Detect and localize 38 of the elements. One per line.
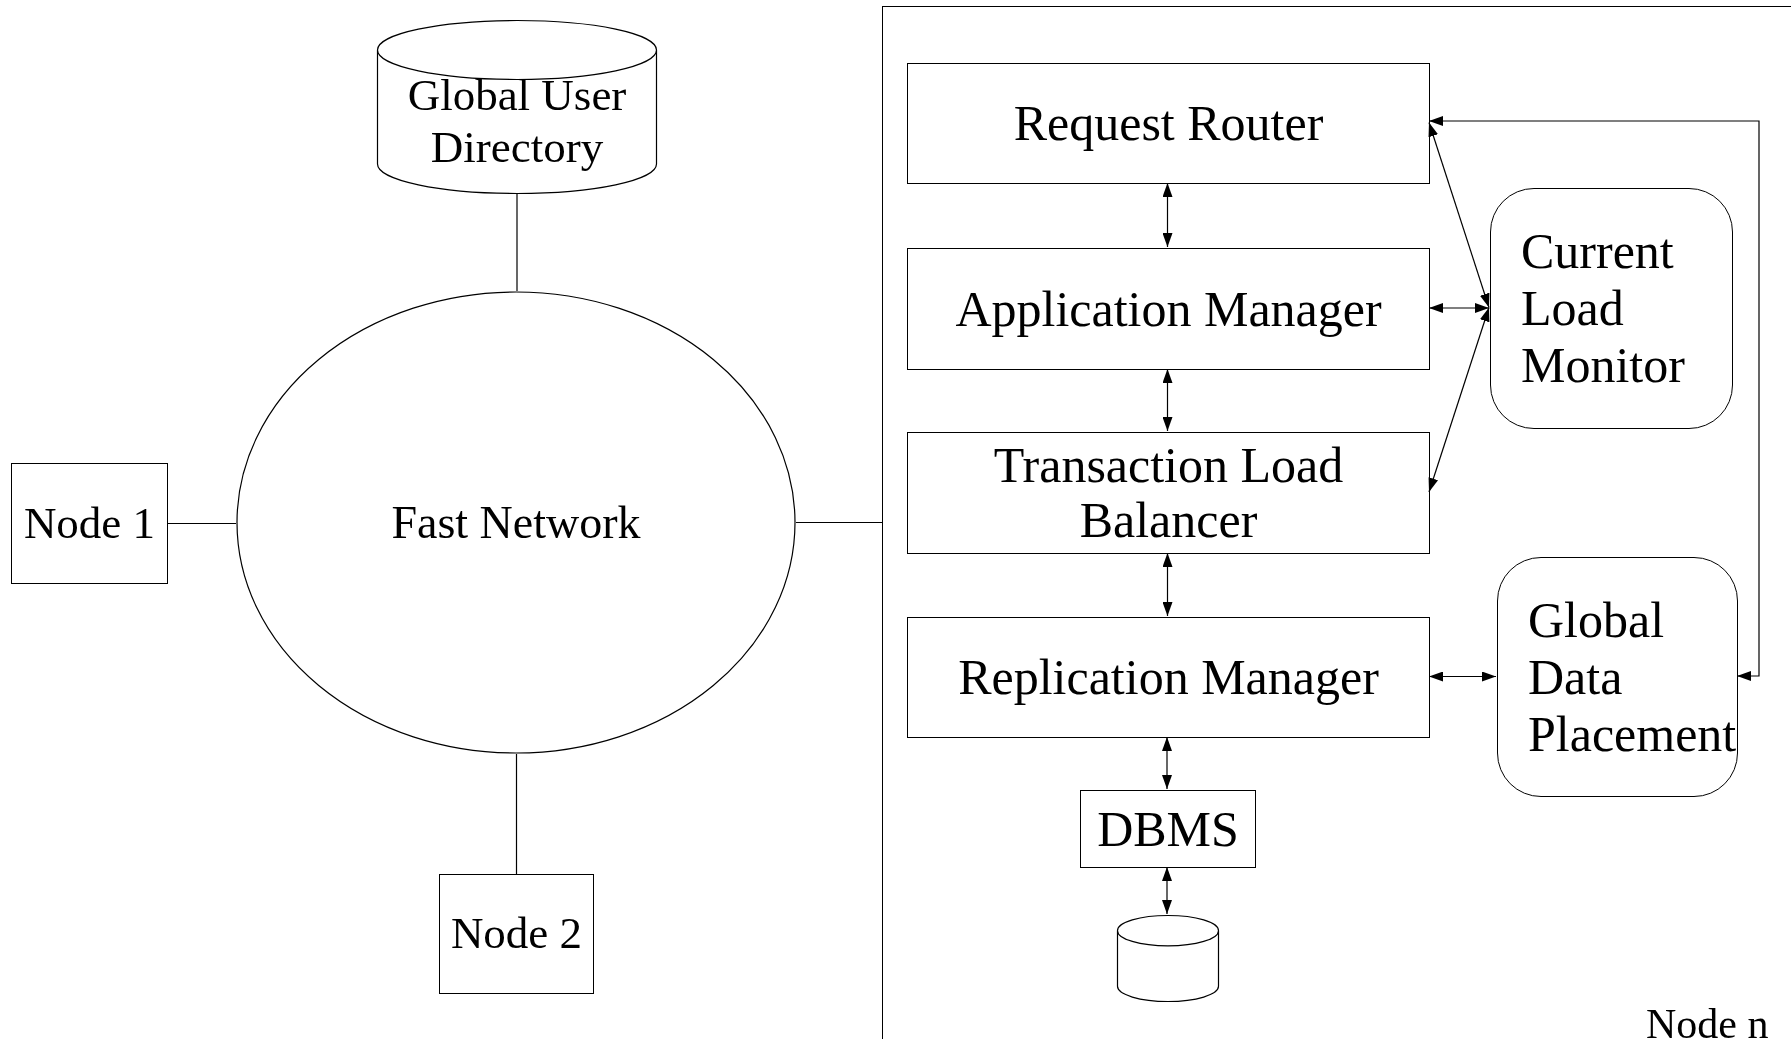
node-text: Application Manager [955,281,1382,337]
arrow [1162,368,1173,432]
arrow [1162,866,1172,915]
component-box [907,617,1430,738]
component-box [907,432,1430,554]
connector-line [515,753,518,875]
node-text: Global User Directory [406,70,628,174]
connector-line [795,521,883,524]
node-text: Node 2 [450,907,583,961]
arrow [1428,121,1490,309]
connector-line [516,193,518,292]
database-cylinder [1117,915,1219,1002]
arrow [1162,736,1172,790]
node-box [11,463,168,584]
node-container [882,6,1791,1039]
component-box [907,248,1430,370]
node-text: Node 1 [23,496,156,550]
component-box [1080,790,1256,868]
arrow [1162,182,1173,248]
component-box [907,63,1430,184]
connector-line [167,522,237,525]
arrow [1428,671,1497,682]
network-ellipse [236,291,796,754]
node-label: Node n [1646,1001,1769,1039]
node-text: Transaction Load Balancer [992,438,1345,548]
node-text: Request Router [1013,96,1324,151]
arrow [1162,552,1173,617]
arrow [1428,303,1490,313]
node-text: Current Load Monitor [1521,223,1686,394]
placement-box [1497,557,1738,797]
arrow [1428,306,1490,493]
node-text: Replication Manager [958,650,1379,705]
monitor-box [1490,188,1733,429]
node-text: Fast Network [391,496,641,550]
node-box [439,874,594,994]
database-cylinder [377,20,657,194]
arrow [1428,116,1760,681]
node-text: DBMS [1097,801,1239,857]
